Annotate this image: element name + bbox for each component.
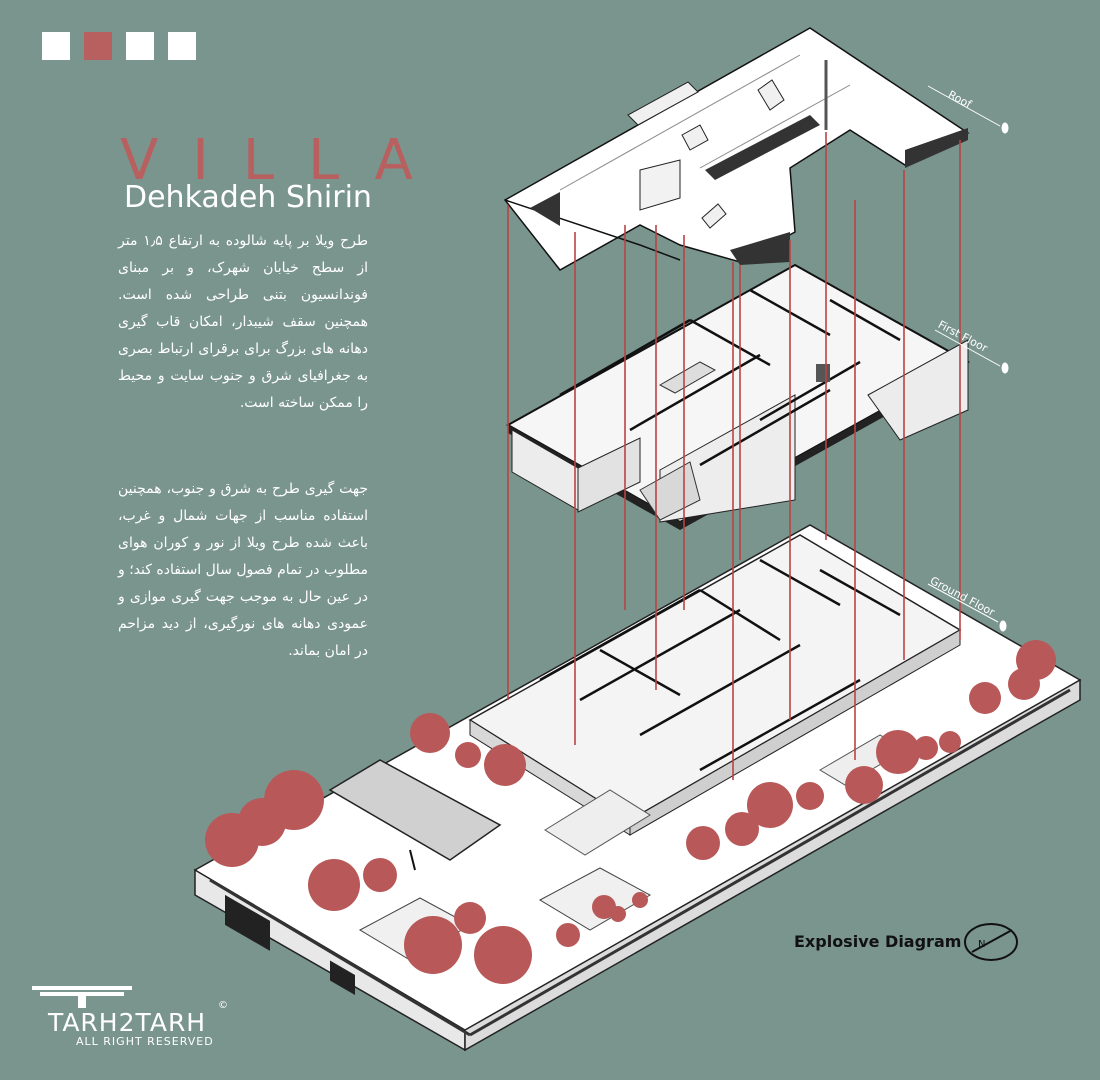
square-2 (84, 32, 112, 60)
villa-title: VILLA (120, 128, 447, 193)
description-paragraph-2: جهت گیری طرح به شرق و جنوب، همچنین استفا… (118, 481, 368, 659)
column-logo-icon (32, 986, 132, 1008)
square-1 (42, 32, 70, 60)
svg-text:N: N (978, 939, 985, 950)
connector-lines (507, 132, 961, 780)
diagram-caption: Explosive Diagram (794, 932, 962, 951)
first-floor-layer (505, 263, 971, 530)
square-3 (126, 32, 154, 60)
ground-floor-layer (193, 524, 1082, 1052)
logo-name: TARH2TARH (48, 1008, 207, 1037)
logo-rights: ALL RIGHT RESERVED (76, 1035, 214, 1048)
trees (205, 640, 1056, 984)
layer-guides (927, 85, 1009, 632)
villa-subtitle: Dehkadeh Shirin (124, 180, 372, 215)
header-squares (42, 32, 196, 60)
square-4 (168, 32, 196, 60)
logo-copyright: © (218, 1000, 228, 1011)
description-paragraph-1: طرح ویلا بر پایه شالوده به ارتفاع ۱٫۵ مت… (118, 233, 368, 411)
roof-layer (503, 27, 970, 271)
north-arrow-icon: N (964, 923, 1018, 961)
